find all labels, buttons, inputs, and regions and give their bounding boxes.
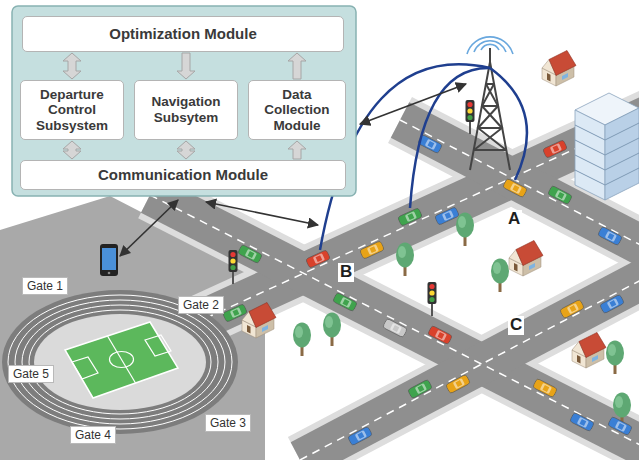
block-arrow	[63, 141, 81, 159]
module-label: Departure Control Subsystem	[26, 87, 118, 134]
location-marker: A	[506, 210, 522, 229]
module-box: Departure Control Subsystem	[20, 80, 124, 140]
module-text: Departure Control Subsystem	[26, 87, 118, 134]
module-text: Communication Module	[98, 166, 268, 183]
module-box: Communication Module	[20, 160, 346, 190]
location-marker: B	[338, 263, 354, 282]
gate-label: Gate 4	[70, 426, 116, 444]
module-box: Navigation Subsytem	[134, 80, 238, 140]
module-box: Optimization Module	[22, 16, 344, 52]
block-arrow	[288, 53, 306, 79]
gate-label: Gate 5	[8, 365, 54, 383]
module-label: Data Collection Module	[254, 87, 340, 134]
module-text: Optimization Module	[109, 25, 257, 42]
module-text: Data Collection Module	[254, 87, 340, 134]
module-label: Navigation Subsytem	[140, 94, 232, 125]
gate-label: Gate 1	[22, 277, 68, 295]
link-arrows	[120, 84, 466, 256]
gate-label: Gate 2	[178, 296, 224, 314]
module-label: Optimization Module	[109, 25, 257, 42]
radio-tower	[467, 37, 513, 170]
module-text: Navigation Subsytem	[140, 94, 232, 125]
stadium	[2, 290, 238, 434]
trees	[293, 213, 631, 427]
block-arrow	[288, 141, 306, 159]
block-arrow	[177, 141, 195, 159]
block-arrow	[177, 53, 195, 79]
office-building	[575, 93, 639, 200]
gate-label: Gate 3	[205, 414, 251, 432]
system-panel	[12, 6, 356, 196]
block-arrow	[63, 53, 81, 79]
location-marker: C	[508, 316, 524, 335]
module-box: Data Collection Module	[248, 80, 346, 140]
module-label: Communication Module	[98, 166, 268, 183]
smartphone	[100, 244, 118, 276]
